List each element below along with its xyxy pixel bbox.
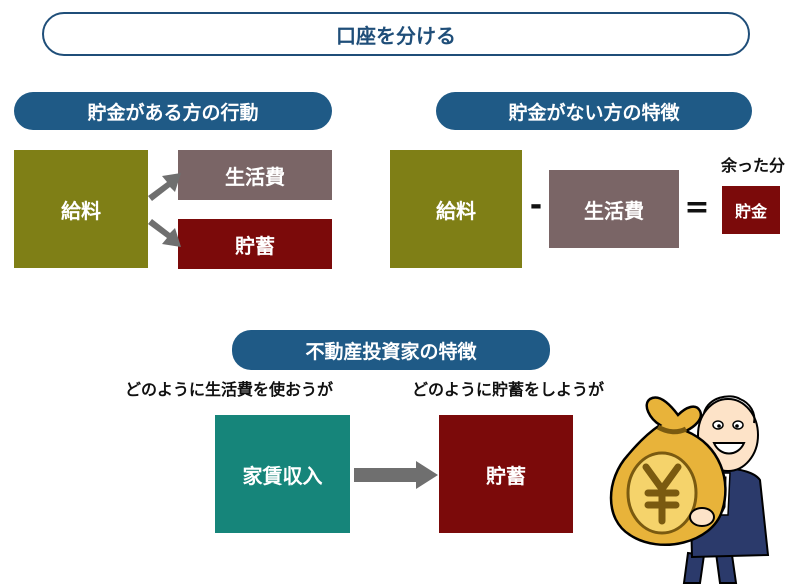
minus-sign: - bbox=[529, 188, 543, 223]
bottom-section-header: 不動産投資家の特徴 bbox=[232, 330, 550, 370]
arrow-up-right bbox=[148, 173, 181, 201]
yen-symbol bbox=[642, 463, 682, 525]
split-arrows bbox=[148, 173, 181, 247]
bottom-savings-box: 貯蓄 bbox=[439, 415, 573, 533]
remainder-label: 余った分 bbox=[720, 156, 785, 175]
equals-sign: = bbox=[684, 190, 710, 225]
right-salary-box: 給料 bbox=[390, 150, 522, 268]
page-title: 口座を分ける bbox=[42, 12, 750, 56]
caption-living-cost: どのように生活費を使おうが bbox=[125, 380, 334, 399]
left-living-cost-box: 生活費 bbox=[178, 150, 332, 200]
money-bag-man-illustration bbox=[609, 395, 770, 584]
right-living-cost-box: 生活費 bbox=[549, 170, 679, 248]
right-savings-box: 貯金 bbox=[722, 186, 780, 234]
left-section-header: 貯金がある方の行動 bbox=[14, 92, 332, 130]
arrow-down-right bbox=[148, 219, 181, 247]
rent-to-savings-arrow bbox=[354, 461, 438, 489]
left-salary-box: 給料 bbox=[14, 150, 148, 268]
caption-savings: どのように貯蓄をしようが bbox=[412, 380, 605, 399]
right-section-header: 貯金がない方の特徴 bbox=[436, 92, 752, 130]
left-savings-box: 貯蓄 bbox=[178, 219, 332, 269]
rent-income-box: 家賃収入 bbox=[215, 415, 350, 533]
